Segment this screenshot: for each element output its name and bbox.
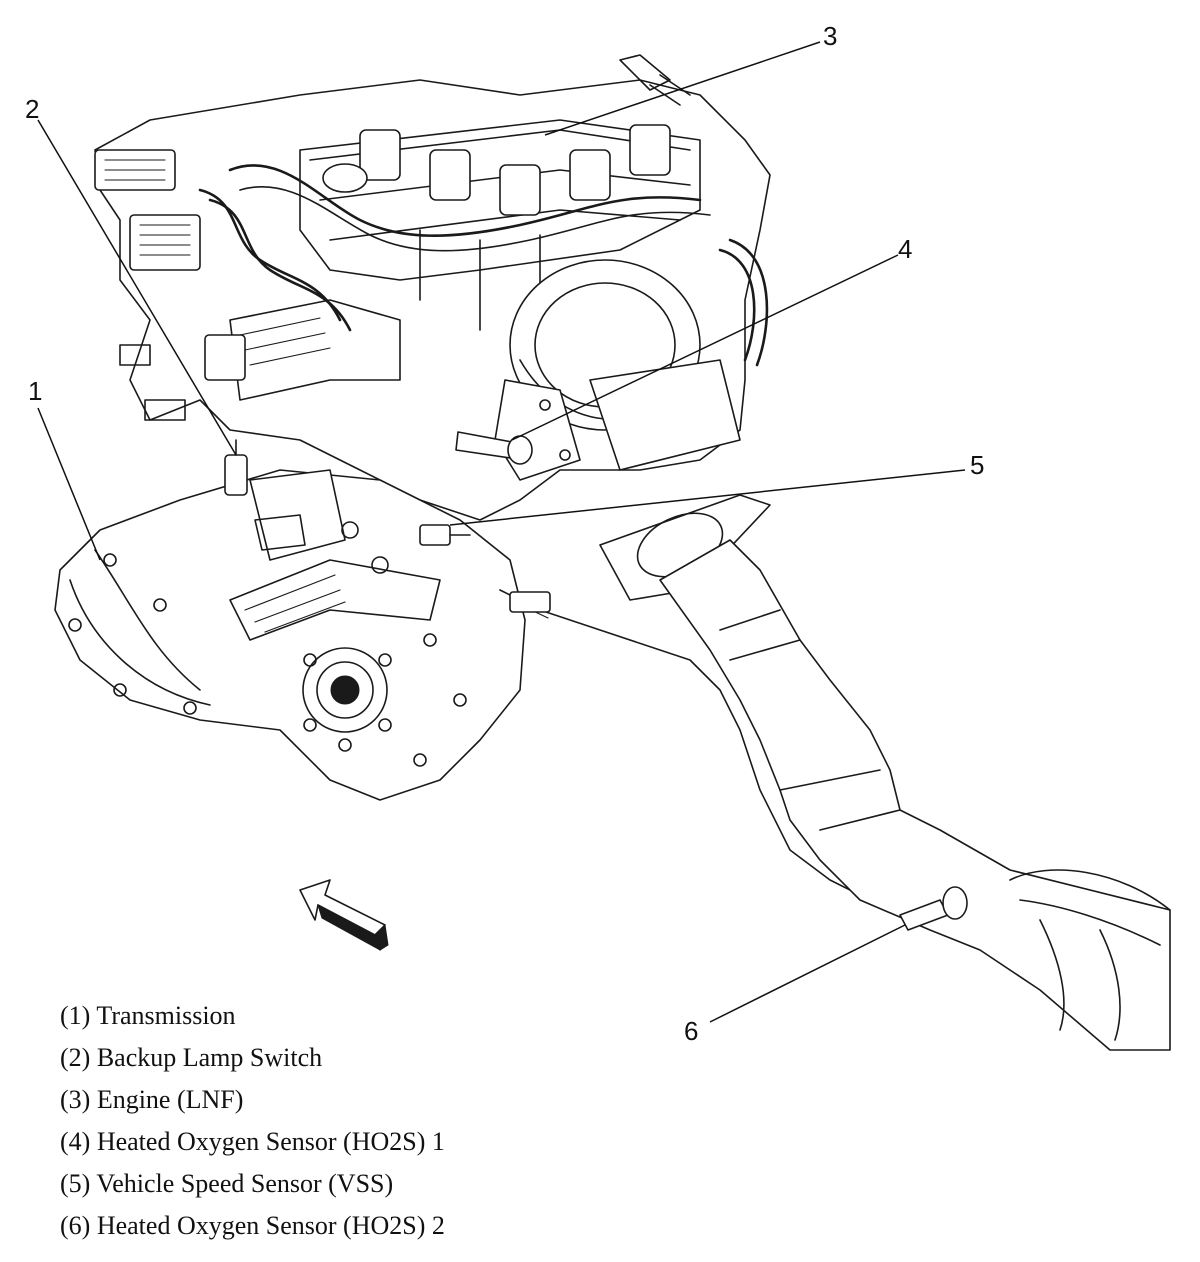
callout-5: 5 [970, 450, 984, 480]
legend-item-engine: (3) Engine (LNF) [60, 1082, 445, 1124]
callout-6: 6 [684, 1016, 698, 1046]
leader-1 [37, 407, 101, 561]
front-direction-arrow-icon [299, 879, 389, 952]
leader-6 [709, 924, 906, 1023]
leader-5 [449, 469, 966, 526]
callout-numbers: 1 2 3 4 5 6 [25, 21, 984, 1046]
legend-text: Vehicle Speed Sensor (VSS) [96, 1169, 394, 1198]
callout-leaders [37, 41, 966, 1023]
transmission-drawing [54, 439, 901, 916]
legend-text: Backup Lamp Switch [96, 1043, 323, 1072]
legend-number: (3) [60, 1085, 91, 1114]
legend-number: (1) [60, 1001, 91, 1030]
legend-number: (6) [60, 1211, 91, 1240]
legend-text: Engine (LNF) [96, 1085, 244, 1114]
legend-number: (5) [60, 1169, 91, 1198]
leader-3 [544, 41, 821, 136]
leader-2 [37, 119, 237, 456]
legend-item-backup-lamp-switch: (2) Backup Lamp Switch [60, 1040, 445, 1082]
legend-item-transmission: (1) Transmission [60, 998, 445, 1040]
component-legend: (1) Transmission (2) Backup Lamp Switch … [60, 998, 445, 1250]
ignition-coils [359, 124, 671, 216]
legend-text: Transmission [96, 1001, 236, 1030]
engine-drawing [94, 54, 771, 521]
legend-number: (4) [60, 1127, 91, 1156]
legend-item-ho2s-2: (6) Heated Oxygen Sensor (HO2S) 2 [60, 1208, 445, 1250]
exhaust-pipe-drawing [455, 431, 1171, 1051]
callout-3: 3 [823, 21, 837, 51]
callout-4: 4 [898, 234, 912, 264]
legend-text: Heated Oxygen Sensor (HO2S) 2 [96, 1211, 445, 1240]
callout-1: 1 [28, 376, 42, 406]
leader-4 [511, 254, 899, 441]
callout-2: 2 [25, 94, 39, 124]
legend-text: Heated Oxygen Sensor (HO2S) 1 [96, 1127, 445, 1156]
legend-item-vss: (5) Vehicle Speed Sensor (VSS) [60, 1166, 445, 1208]
legend-number: (2) [60, 1043, 91, 1072]
legend-item-ho2s-1: (4) Heated Oxygen Sensor (HO2S) 1 [60, 1124, 445, 1166]
